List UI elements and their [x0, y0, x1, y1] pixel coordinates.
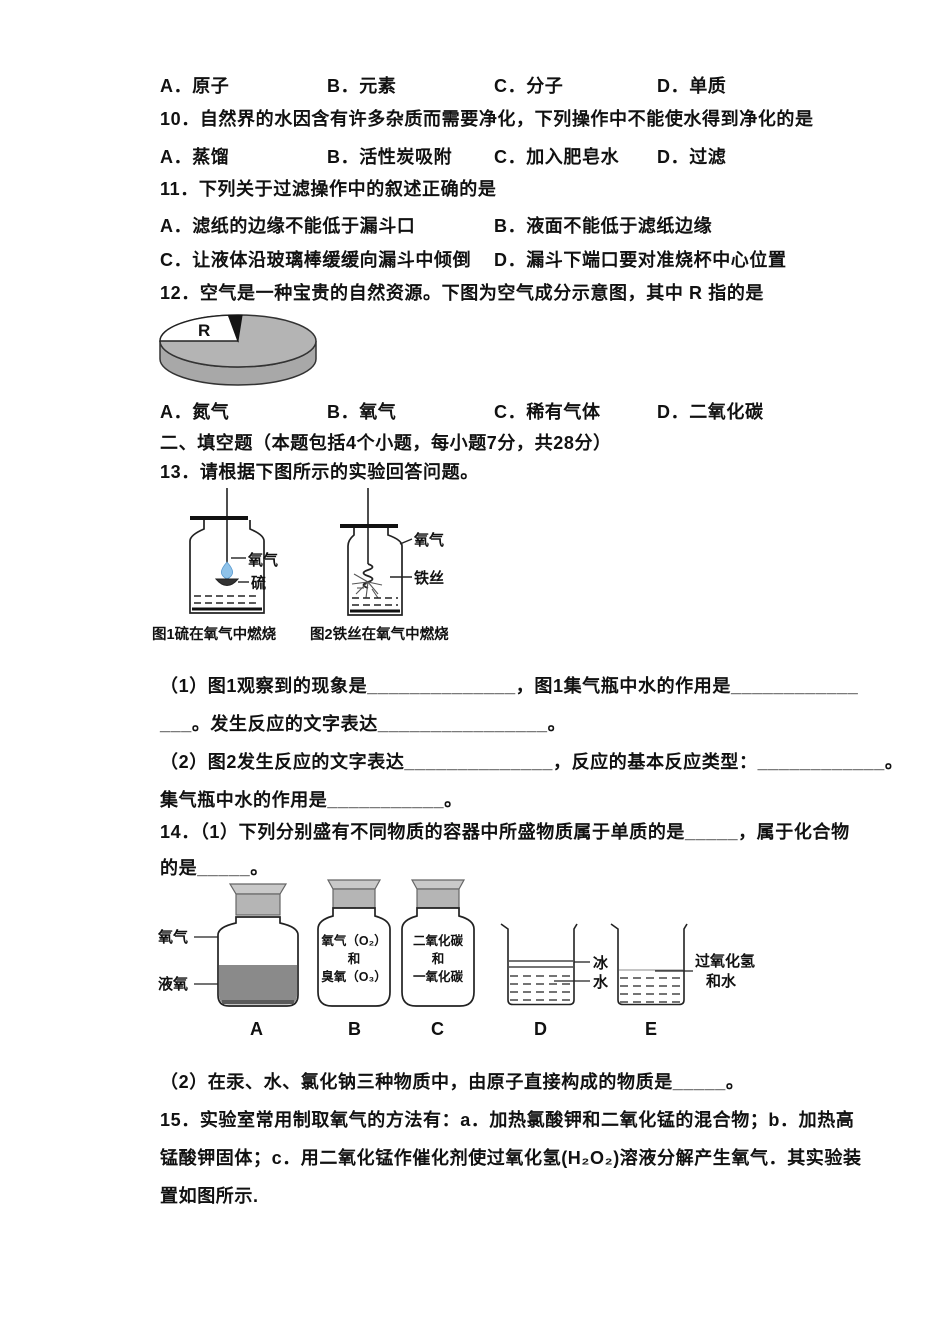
pie-black-sliver: [227, 314, 243, 343]
q15-line2: 锰酸钾固体；c．用二氧化锰作催化剂使过氧化氢(H₂O₂)溶液分解产生氧气．其实验…: [160, 1148, 862, 1168]
q10-option-b: B．活性炭吸附: [327, 147, 453, 167]
q14-stem-line2: 的是_____。: [160, 858, 269, 878]
fig1-blue-flame: [220, 561, 234, 580]
container-e-peroxide-water: 过氧化氢 和水: [610, 923, 755, 1006]
letter-e: E: [645, 1019, 657, 1039]
container-a-oxygen-liquid-oxygen: 氧气 液氧: [157, 883, 299, 1007]
fig1-spoon: [214, 578, 240, 586]
peroxide-label-line2: 和水: [706, 972, 737, 990]
fig2-ironwire-label: 铁丝: [414, 569, 444, 587]
q9-option-d: D．单质: [657, 76, 727, 96]
water-label: 水: [593, 973, 609, 991]
fig1-sulfur-in-oxygen: 氧气 硫 图1硫在氧气中燃烧: [152, 488, 278, 643]
container-letters: A B C D E: [250, 1019, 657, 1039]
bottle-a-liquid-bottom: [222, 1000, 294, 1004]
bottle-b-cap-top: [326, 879, 382, 890]
q10-option-a: A．蒸馏: [160, 147, 230, 167]
beaker-d-outline: [500, 923, 578, 1006]
bottle-c-body: [401, 907, 475, 1007]
bottle-c-text-line3: 一氧化碳: [413, 969, 464, 984]
q9-option-a: A．原子: [160, 76, 230, 96]
q11-option-a: A．滤纸的边缘不能低于漏斗口: [160, 216, 416, 236]
fig2-caption: 图2铁丝在氧气中燃烧: [310, 625, 449, 643]
q14-stem-line1: 14．（1）下列分别盛有不同物质的容器中所盛物质属于单质的是_____，属于化合…: [160, 822, 850, 842]
q11-option-b: B．液面不能低于滤纸边缘: [494, 216, 713, 236]
beaker-e-outline: [610, 923, 688, 1006]
bottle-c-text-line2: 和: [431, 951, 445, 966]
container-d-ice-water: 冰 水: [500, 923, 609, 1006]
pie-slice-label-R: R: [198, 321, 210, 340]
fig2-sparks: [351, 573, 383, 599]
ice-label: 冰: [593, 954, 609, 972]
letter-b: B: [348, 1019, 361, 1039]
q10-stem: 10．自然界的水因含有许多杂质而需要净化，下列操作中不能使水得到净化的是: [160, 109, 814, 129]
container-c-co2-co: 二氧化碳 和 一氧化碳: [401, 879, 475, 1007]
letter-a: A: [250, 1019, 263, 1039]
fig2-bottle-outline: [347, 528, 403, 616]
fig1-bottle-outline: [189, 520, 265, 614]
section2-title: 二、填空题（本题包括4个小题，每小题7分，共28分）: [160, 433, 612, 453]
q12-option-d: D．二氧化碳: [657, 402, 764, 422]
fig1-caption: 图1硫在氧气中燃烧: [152, 625, 277, 643]
q12-stem: 12．空气是一种宝贵的自然资源。下图为空气成分示意图，其中 R 指的是: [160, 283, 765, 303]
peroxide-label-line1: 过氧化氢: [695, 952, 755, 970]
q13-blank-line1: （1）图1观察到的现象是______________，图1集气瓶中水的作用是__…: [160, 676, 859, 696]
q15-line1: 15．实验室常用制取氧气的方法有：a．加热氯酸钾和二氧化锰的混合物；b．加热高: [160, 1110, 855, 1130]
bottle-a-stopper: [235, 893, 281, 916]
bottle-a-cap-top: [228, 883, 288, 895]
bottle-b-text-line2: 和: [347, 951, 361, 966]
air-composition-pie-chart: R: [159, 314, 317, 386]
q12-option-a: A．氮气: [160, 402, 230, 422]
q12-option-b: B．氧气: [327, 402, 397, 422]
q14-part2: （2）在汞、水、氯化钠三种物质中，由原子直接构成的物质是_____。: [160, 1072, 745, 1092]
q13-blank-line2: ___。发生反应的文字表达________________。: [160, 714, 567, 734]
q13-combustion-figure: 氧气 硫 图1硫在氧气中燃烧 氧气 铁丝 图2铁丝在氧气中燃烧: [152, 488, 449, 643]
bottle-a-liquid: [219, 965, 297, 1005]
fig1-oxygen-label: 氧气: [247, 551, 278, 569]
container-b-oxygen-ozone: 氧气（O₂） 和 臭氧（O₃）: [317, 879, 391, 1007]
q11-option-d: D．漏斗下端口要对准烧杯中心位置: [494, 250, 787, 270]
q10-option-d: D．过滤: [657, 147, 727, 167]
bottle-b-stopper: [332, 888, 376, 909]
bottle-b-text-line3: 臭氧（O₃）: [321, 969, 387, 984]
q9-option-c: C．分子: [494, 76, 564, 96]
fig2-iron-wire-in-oxygen: 氧气 铁丝 图2铁丝在氧气中燃烧: [310, 488, 449, 643]
q14-containers-figure: 氧气 液氧 氧气（O₂） 和 臭氧（O₃） 二氧化碳 和 一氧化碳: [157, 879, 755, 1039]
q12-option-c: C．稀有气体: [494, 402, 601, 422]
fig2-iron-coil: [362, 563, 374, 589]
q13-stem: 13．请根据下图所示的实验回答问题。: [160, 462, 479, 482]
bottle-c-cap-top: [410, 879, 466, 890]
beaker-d-water-dashes: [510, 975, 572, 1001]
label-oxygen-gas: 氧气: [157, 928, 188, 946]
bottle-b-text-line1: 氧气（O₂）: [320, 933, 386, 948]
q13-blank-line3: （2）图2发生反应的文字表达______________，反应的基本反应类型：_…: [160, 752, 904, 772]
q11-option-c: C．让液体沿玻璃棒缓缓向漏斗中倾倒: [160, 250, 472, 270]
fig2-oxygen-label: 氧气: [413, 531, 444, 549]
q9-option-b: B．元素: [327, 76, 397, 96]
beaker-e-water-dashes: [620, 977, 682, 1003]
fig2-oxygen-pointer-line: [399, 538, 413, 545]
label-liquid-oxygen: 液氧: [158, 975, 188, 993]
bottle-b-body: [317, 907, 391, 1007]
letter-d: D: [534, 1019, 547, 1039]
q10-option-c: C．加入肥皂水: [494, 147, 620, 167]
letter-c: C: [431, 1019, 444, 1039]
fig1-sulfur-label: 硫: [251, 574, 266, 592]
q15-line3: 置如图所示.: [160, 1186, 259, 1206]
pie-white-slice-R: [159, 314, 240, 342]
bottle-c-stopper: [416, 888, 460, 909]
q13-blank-line4: 集气瓶中水的作用是___________。: [160, 790, 463, 810]
q11-stem: 11．下列关于过滤操作中的叙述正确的是: [160, 179, 497, 199]
bottle-c-text-line1: 二氧化碳: [413, 933, 464, 948]
